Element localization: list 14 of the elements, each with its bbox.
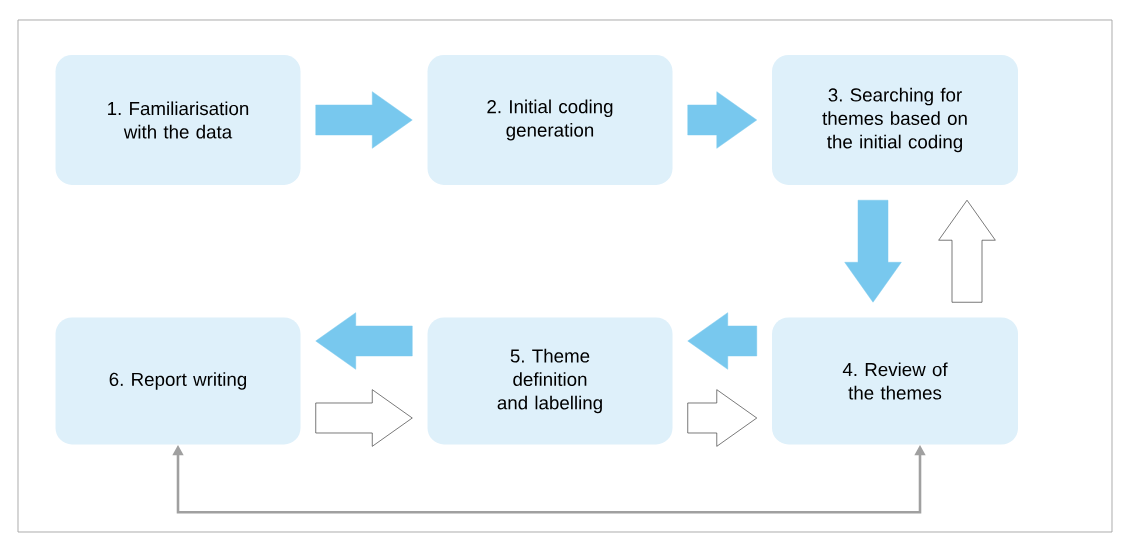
block-arrow	[687, 312, 757, 370]
block-arrow	[315, 91, 413, 149]
step-box: 5. Theme definition and labelling	[427, 317, 673, 445]
block-arrow	[315, 389, 413, 447]
step-box: 2. Initial coding generation	[427, 55, 673, 185]
block-arrow	[687, 389, 758, 447]
step-box: 6. Report writing	[55, 317, 301, 445]
step-box: 4. Review of the themes	[772, 317, 1018, 445]
block-arrow	[687, 91, 757, 149]
step-box: 1. Familiarisation with the data	[55, 55, 301, 185]
block-arrow	[315, 312, 413, 370]
block-arrow	[938, 199, 996, 303]
block-arrow	[844, 200, 902, 303]
step-box: 3. Searching for themes based on the initial coding	[772, 55, 1018, 185]
